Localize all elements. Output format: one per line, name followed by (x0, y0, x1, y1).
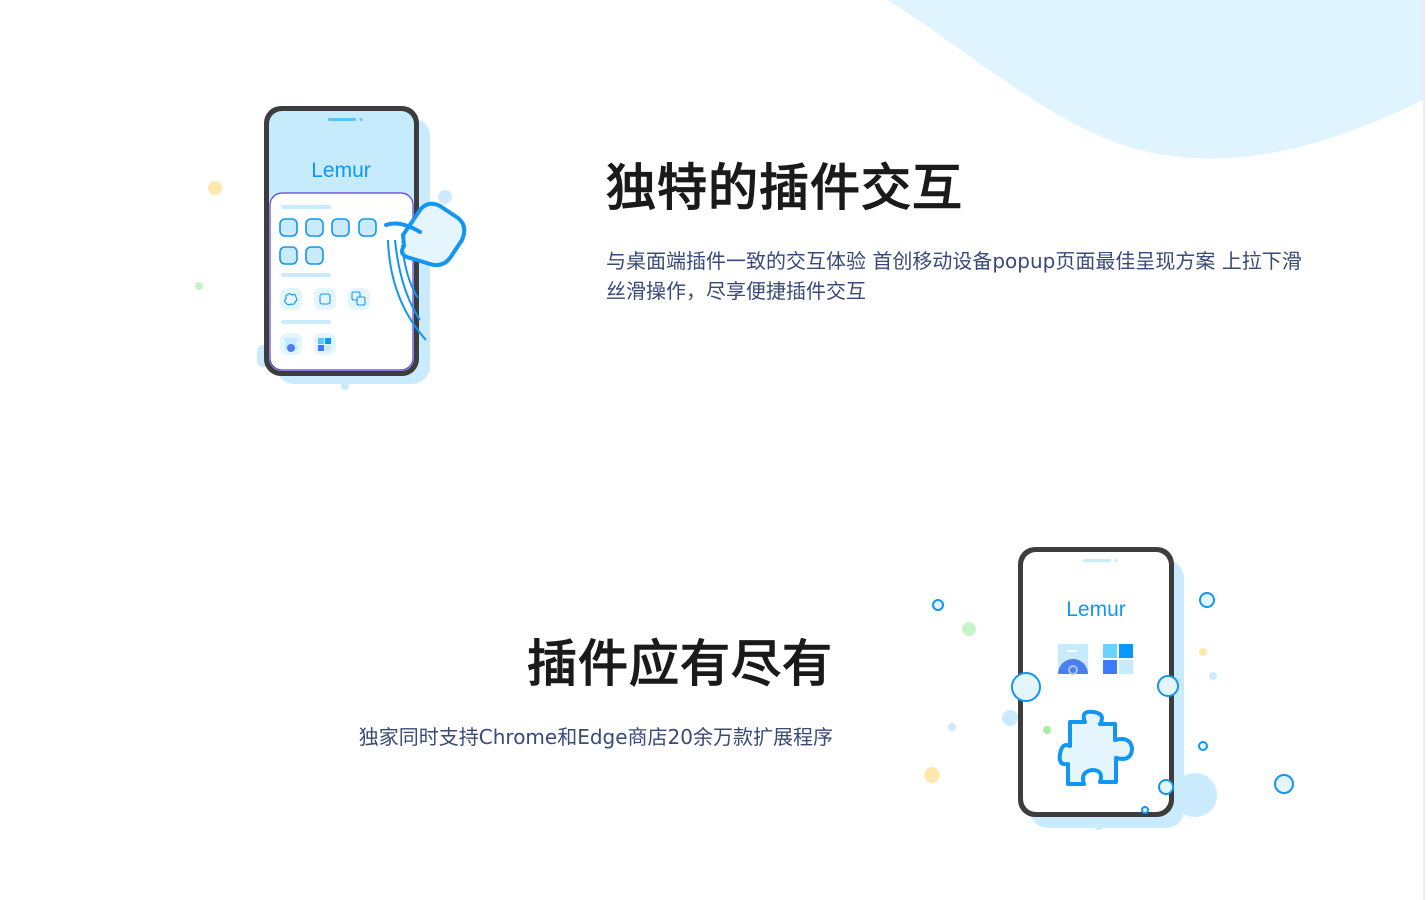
section-title: 插件应有尽有 (527, 635, 833, 693)
decor-dot-blue (438, 190, 452, 204)
edge-store-icon (1103, 644, 1133, 674)
puzzle-icon (1057, 709, 1134, 786)
document-icon (319, 293, 331, 305)
phone-brand-label: Lemur (1066, 598, 1126, 621)
phone-frame (1018, 547, 1174, 817)
decor-dot-green (195, 282, 203, 290)
phone-illustration-catalog: Lemur (924, 547, 1294, 830)
decor-dot-yellow (208, 181, 222, 195)
section-title: 独特的插件交互 (606, 159, 963, 217)
chrome-store-icon (1058, 644, 1088, 675)
phone-illustration-swipe: Lemur (195, 106, 467, 390)
chrome-icon (287, 344, 295, 352)
section-description: 与桌面端插件一致的交互体验 首创移动设备popup页面最佳呈现方案 上拉下滑丝滑… (606, 249, 1302, 303)
phone-brand-label: Lemur (311, 159, 371, 182)
decor-puzzle-pieces (932, 592, 1294, 814)
puzzle-icon (283, 293, 298, 306)
page-edge-divider (1423, 0, 1425, 900)
section-description: 独家同时支持Chrome和Edge商店20余万款扩展程序 (358, 725, 833, 749)
popup-panel (269, 192, 414, 371)
windows-store-icon (318, 338, 324, 344)
translate-icon (351, 291, 361, 301)
swipe-hand-icon (384, 201, 467, 341)
popup-icon-row (280, 288, 370, 310)
